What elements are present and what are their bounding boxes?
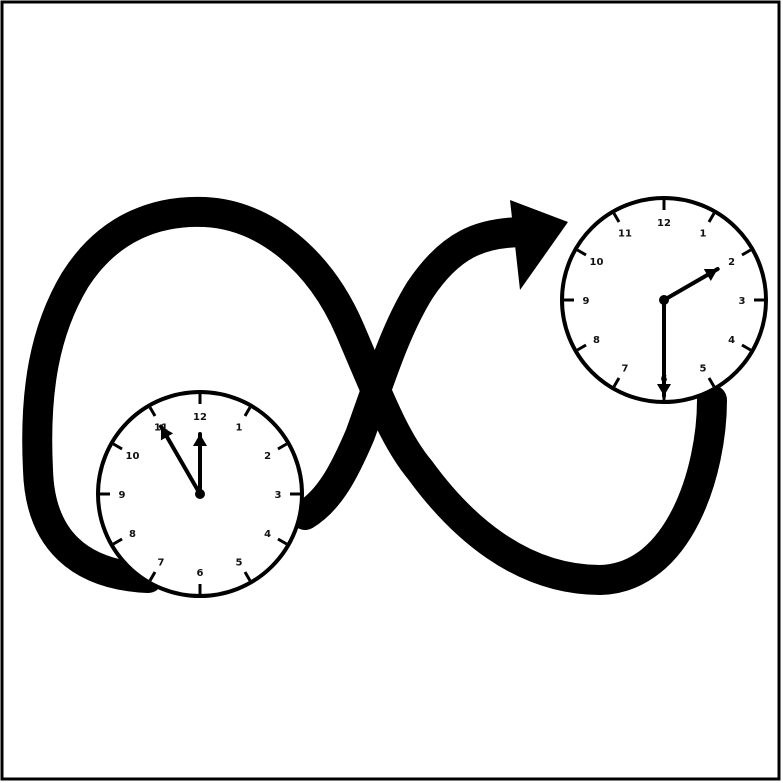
clock-numeral: 3 [739, 296, 746, 307]
end-clock: 121234567891011 [562, 198, 766, 402]
clock-numeral: 2 [728, 257, 735, 268]
clock-numeral: 10 [589, 257, 603, 268]
clock-numeral: 12 [193, 412, 207, 423]
clock-numeral: 9 [583, 296, 590, 307]
clock-numeral: 1 [700, 228, 707, 239]
clock-numeral: 7 [158, 558, 165, 569]
clock-numeral: 4 [728, 335, 735, 346]
start-clock: 121234567891011 [98, 392, 302, 596]
clock-numeral: 9 [119, 490, 126, 501]
clock-pivot [195, 489, 205, 499]
clock-numeral: 5 [236, 558, 243, 569]
clock-numeral: 12 [657, 218, 671, 229]
clock-numeral: 8 [593, 335, 600, 346]
clock-numeral: 2 [264, 451, 271, 462]
clock-numeral: 5 [700, 364, 707, 375]
clock-numeral: 3 [275, 490, 282, 501]
clock-numeral: 1 [236, 422, 243, 433]
clock-pivot [659, 295, 669, 305]
clock-numeral: 8 [129, 529, 136, 540]
clock-numeral: 11 [618, 228, 632, 239]
clock-numeral: 7 [622, 364, 629, 375]
clock-numeral: 10 [125, 451, 139, 462]
clock-numeral: 6 [197, 568, 204, 579]
clock-numeral: 4 [264, 529, 271, 540]
